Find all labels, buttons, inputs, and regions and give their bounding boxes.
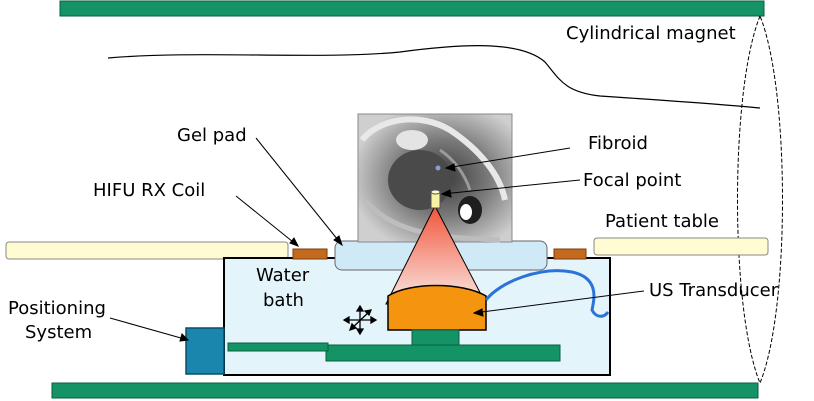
magnet-bore-ellipse (738, 16, 783, 383)
label-cylindrical-magnet: Cylindrical magnet (566, 23, 736, 45)
us-transducer (388, 286, 486, 331)
label-positioning-2: System (25, 322, 92, 344)
label-patient-table: Patient table (605, 211, 719, 233)
transducer-stem (412, 330, 459, 345)
positioning-system-box (186, 328, 224, 374)
label-us-transducer: US Transducer (649, 280, 778, 302)
label-water-bath-2: bath (263, 290, 304, 312)
hifu-coil-pointer (236, 196, 298, 246)
hifu-rx-coil-left (293, 249, 327, 259)
magnet-top-bar (60, 1, 764, 16)
label-focal-point: Focal point (583, 170, 681, 192)
label-gel-pad: Gel pad (177, 125, 247, 147)
label-water-bath-1: Water (256, 265, 309, 287)
patient-outline (108, 46, 760, 108)
hifu-rx-coil-right (554, 249, 586, 259)
positioning-pointer (110, 318, 188, 340)
label-hifu-rx-coil: HIFU RX Coil (93, 180, 205, 202)
patient-table-left (6, 242, 288, 259)
patient-table-right (594, 238, 768, 255)
positioning-rail (326, 345, 560, 361)
label-fibroid: Fibroid (588, 133, 648, 155)
label-positioning-1: Positioning (8, 298, 106, 320)
focal-point-cap (431, 190, 440, 194)
positioning-arm (228, 343, 328, 351)
gel-pad-pointer (256, 138, 342, 245)
magnet-bottom-bar (52, 383, 758, 398)
